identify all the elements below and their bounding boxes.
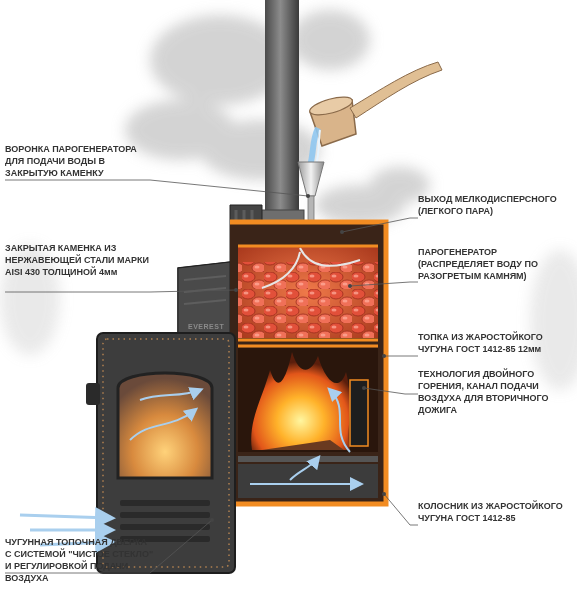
- leader-dot: [210, 194, 386, 522]
- stove-cutaway: [230, 222, 386, 504]
- callout-label: ВЫХОД МЕЛКОДИСПЕРСНОГО (ЛЕГКОГО ПАРА): [418, 193, 573, 217]
- callout-label: ЗАКРЫТАЯ КАМЕНКА ИЗ НЕРЖАВЕЮЩЕЙ СТАЛИ МА…: [5, 242, 155, 278]
- ladle: [308, 62, 442, 166]
- callout-label: ПАРОГЕНЕРАТОР (РАСПРЕДЕЛЯЕТ ВОДУ ПО РАЗО…: [418, 246, 573, 282]
- chimney-pipe: [265, 0, 299, 244]
- callout-label: ТЕХНОЛОГИЯ ДВОЙНОГО ГОРЕНИЯ, КАНАЛ ПОДАЧ…: [418, 368, 573, 416]
- callout-label: КОЛОСНИК ИЗ ЖАРОСТОЙКОГО ЧУГУНА ГОСТ 141…: [418, 500, 573, 524]
- leader-line: [5, 180, 418, 573]
- callout-label: ТОПКА ИЗ ЖАРОСТОЙКОГО ЧУГУНА ГОСТ 1412-8…: [418, 331, 573, 355]
- callout-label: ВОРОНКА ПАРОГЕНЕРАТОРА ДЛЯ ПОДАЧИ ВОДЫ В…: [5, 143, 155, 179]
- brand-mark: EVEREST: [188, 322, 228, 331]
- callout-label: ЧУГУННАЯ ТОПОЧНАЯ ДВЕРКА С СИСТЕМОЙ "ЧИС…: [5, 536, 155, 584]
